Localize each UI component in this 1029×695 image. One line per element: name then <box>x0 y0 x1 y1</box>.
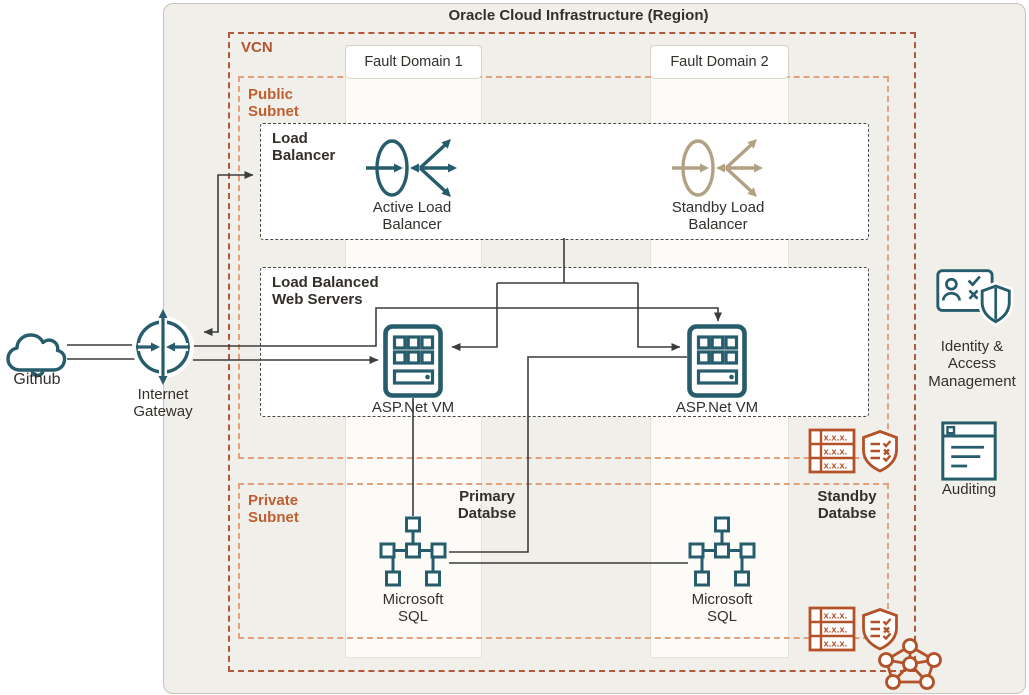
public-subnet-label: Public Subnet <box>248 86 299 121</box>
web-servers-box-title: Load Balanced Web Servers <box>272 274 379 309</box>
load-balancer-box <box>260 123 869 240</box>
internet-gateway-icon <box>132 309 194 385</box>
aspnet-vm-right-icon <box>687 324 747 398</box>
aspnet-vm-left-label: ASP.Net VM <box>371 399 455 416</box>
github-cloud-icon <box>6 333 67 378</box>
private-subnet-boundary <box>238 483 889 639</box>
microsoft-sql-right-icon <box>688 516 756 587</box>
route-table-private-icon: x.x.x. x.x.x. x.x.x. <box>808 606 856 652</box>
microsoft-sql-left-label: Microsoft SQL <box>382 591 444 626</box>
fault-domain-2-label: Fault Domain 2 <box>650 45 789 79</box>
load-balancer-box-title: Load Balancer <box>272 130 336 165</box>
aspnet-vm-left-icon <box>383 324 443 398</box>
aspnet-vm-right-label: ASP.Net VM <box>675 399 759 416</box>
security-list-public-icon <box>862 430 898 473</box>
github-label: Github <box>13 371 61 388</box>
route-table-public-icon: x.x.x. x.x.x. x.x.x. <box>808 428 856 474</box>
auditing-label: Auditing <box>941 481 997 498</box>
vcn-label: VCN <box>241 39 273 56</box>
svg-text:x.x.x.: x.x.x. <box>824 461 848 472</box>
private-subnet-label: Private Subnet <box>248 492 299 527</box>
region-title: Oracle Cloud Infrastructure (Region) <box>448 7 709 24</box>
cluster-icon <box>878 638 942 690</box>
svg-text:x.x.x.: x.x.x. <box>824 433 848 444</box>
auditing-icon <box>941 421 997 481</box>
microsoft-sql-right-label: Microsoft SQL <box>691 591 753 626</box>
active-load-balancer-icon <box>366 139 457 197</box>
standby-database-label: Standby Databse <box>817 488 877 523</box>
fault-domain-1-label: Fault Domain 1 <box>345 45 482 79</box>
standby-load-balancer-icon <box>672 139 763 197</box>
standby-load-balancer-label: Standby Load Balancer <box>671 199 765 234</box>
internet-gateway-label: Internet Gateway <box>133 386 193 421</box>
svg-text:x.x.x.: x.x.x. <box>824 625 848 636</box>
security-list-private-icon <box>862 608 898 651</box>
identity-access-management-label: Identity & Access Management <box>928 338 1016 390</box>
primary-database-label: Primary Databse <box>457 488 517 523</box>
svg-text:x.x.x.: x.x.x. <box>824 447 848 458</box>
svg-text:x.x.x.: x.x.x. <box>824 611 848 622</box>
microsoft-sql-left-icon <box>379 516 447 587</box>
vcn-boundary <box>228 32 916 672</box>
active-load-balancer-label: Active Load Balancer <box>372 199 452 234</box>
svg-text:x.x.x.: x.x.x. <box>824 639 848 650</box>
identity-access-management-icon <box>936 269 1014 327</box>
